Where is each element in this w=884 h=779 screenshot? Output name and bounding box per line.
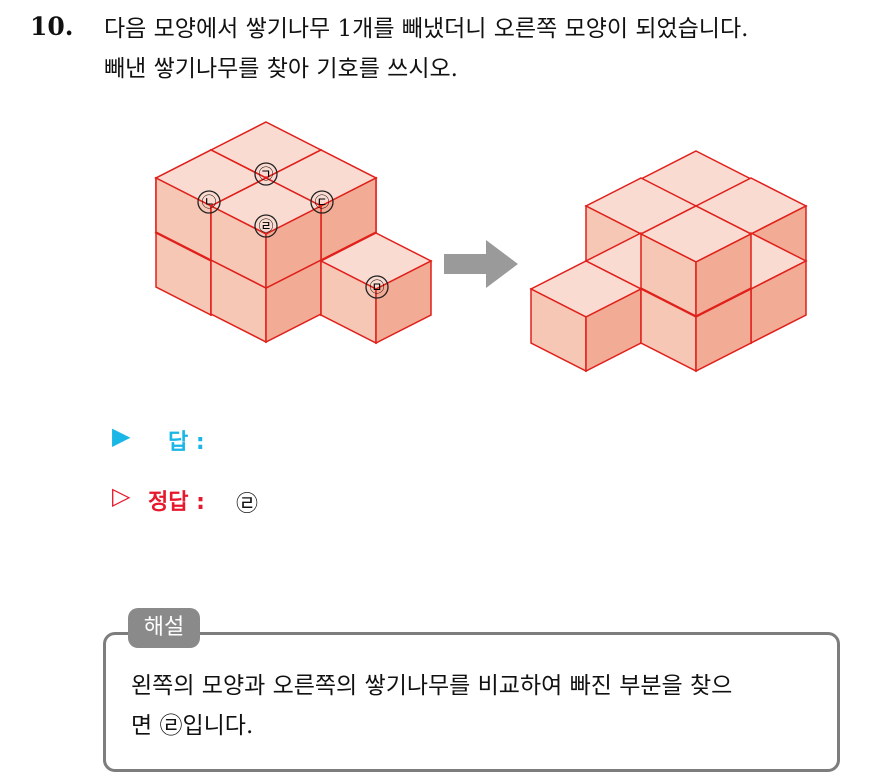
question-text-line1: 다음 모양에서 쌓기나무 1개를 빼냈더니 오른쪽 모양이 되었습니다.: [104, 16, 749, 42]
correct-answer-label: 정답 :: [148, 490, 205, 515]
explanation-line1: 왼쪽의 모양과 오른쪽의 쌓기나무를 비교하여 빠진 부분을 찾으: [131, 673, 733, 699]
correct-answer-value: ㉣: [236, 492, 259, 517]
left-cube-labels: ㉠ ㉡ ㉢ ㉣ ㉤: [197, 162, 389, 299]
label-nieun: ㉡: [197, 190, 221, 214]
label-giyeok: ㉠: [254, 162, 278, 186]
answer-label: 답 :: [168, 430, 205, 455]
cube-figures: ㉠ ㉡ ㉢ ㉣ ㉤: [155, 121, 807, 372]
question-number: 10.: [30, 12, 74, 41]
question-text-line2: 빼낸 쌓기나무를 찾아 기호를 쓰시오.: [104, 56, 458, 82]
label-mieum: ㉤: [365, 275, 389, 299]
right-arrow-icon: [444, 240, 518, 288]
left-cube-structure: [155, 121, 432, 344]
label-digeut-text: ㉢: [314, 193, 329, 211]
play-marker-icon: ▶: [112, 422, 131, 450]
explanation-line2: 면 ㉣입니다.: [131, 713, 254, 739]
label-rieul: ㉣: [254, 214, 278, 238]
label-giyeok-text: ㉠: [258, 165, 273, 183]
explanation-tab: 해설: [128, 608, 200, 648]
label-mieum-text: ㉤: [369, 278, 384, 296]
right-cube-structure: [530, 150, 807, 372]
label-digeut: ㉢: [310, 190, 334, 214]
label-nieun-text: ㉡: [201, 193, 216, 211]
play-outline-marker-icon: ▷: [112, 482, 131, 510]
explanation-box: [103, 632, 840, 772]
label-rieul-text: ㉣: [258, 217, 273, 235]
